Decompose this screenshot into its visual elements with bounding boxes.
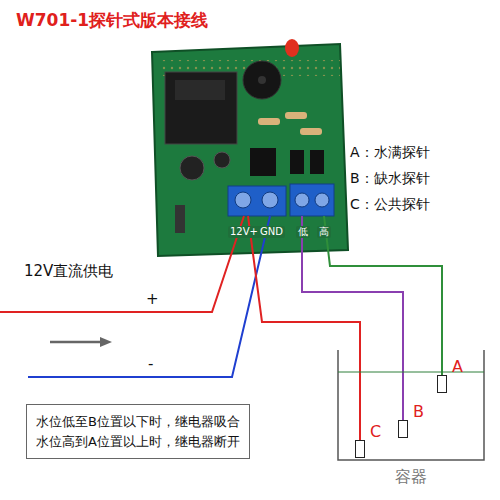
probe-legend-text: C：公共探针 <box>350 196 430 213</box>
probe: C <box>355 422 385 452</box>
probe-rod <box>398 420 408 438</box>
terminal-block <box>228 186 286 216</box>
container-wall <box>338 350 484 460</box>
low-probe-wire <box>302 216 403 420</box>
positive-wire <box>0 216 244 312</box>
buzzer <box>243 61 281 99</box>
diagram-title: W701-1探针式版本接线 <box>16 10 208 30</box>
optocoupler <box>310 150 324 174</box>
screw <box>235 192 251 208</box>
led <box>285 39 299 57</box>
note-line: 水位高到A位置以上时，继电器断开 <box>36 432 240 452</box>
probe: B <box>398 402 428 432</box>
wiring-label: - <box>148 355 153 373</box>
container-label: 容器 <box>335 467 487 486</box>
probe-rod <box>437 375 447 393</box>
buzzer-hole <box>258 76 266 84</box>
terminal-label: 低 <box>296 226 310 238</box>
terminal-label: GND <box>258 226 285 238</box>
high-probe-wire <box>324 216 442 376</box>
ic-chip <box>250 148 276 176</box>
wiring-label: 12V直流供电 <box>24 262 113 280</box>
note-box: 水位低至B位置以下时，继电器吸合水位高到A位置以上时，继电器断开 <box>26 404 250 459</box>
probe-legend-text: B：缺水探针 <box>350 170 430 187</box>
diode <box>175 205 185 233</box>
terminal-block <box>290 184 334 216</box>
negative-wire <box>28 216 270 377</box>
capacitor <box>214 152 230 168</box>
probe: A <box>437 357 467 387</box>
water-container: 容器 A B C <box>335 345 487 495</box>
screw <box>295 193 309 207</box>
common-probe-wire <box>248 216 360 440</box>
screw <box>315 193 329 207</box>
flow-arrowhead <box>100 337 112 347</box>
flow-arrow <box>50 341 100 344</box>
capacitor <box>180 156 204 180</box>
probe-rod <box>355 440 365 458</box>
optocoupler <box>290 150 304 174</box>
resistor <box>258 118 280 125</box>
resistor <box>300 128 322 135</box>
probe-letter: B <box>413 402 424 421</box>
terminal-label: 12V+ <box>228 226 260 238</box>
relay <box>165 72 237 144</box>
probe-legend-text: A：水满探针 <box>350 144 430 161</box>
screw <box>262 192 278 208</box>
resistor <box>285 112 307 119</box>
wiring-label: + <box>146 290 159 308</box>
relay-label <box>175 80 225 100</box>
probe-letter: C <box>370 422 381 441</box>
terminal-label: 高 <box>317 226 331 238</box>
note-line: 水位低至B位置以下时，继电器吸合 <box>36 412 240 432</box>
probe-letter: A <box>452 357 463 376</box>
